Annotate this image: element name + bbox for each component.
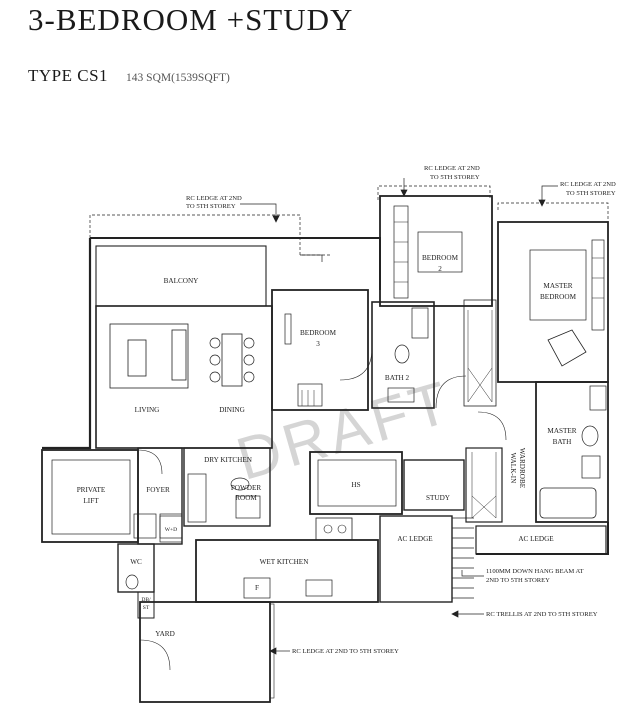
- louvre-lines: [452, 517, 474, 599]
- bedroom3-outline: [271, 289, 369, 411]
- master-bath-label-line2: BATH: [553, 438, 572, 446]
- dining-table-icon: [221, 333, 243, 387]
- ac-ledge-2-label: AC LEDGE: [518, 535, 554, 543]
- dry-kitchen-label: DRY KITCHEN: [204, 456, 253, 464]
- master-bedroom-label-line1: MASTER: [543, 282, 572, 290]
- foyer-outline: [137, 447, 183, 545]
- rc-ledge-left-line2: TO 5TH STOREY: [186, 203, 236, 210]
- walk-in-label-line2: WARDROBE: [518, 448, 526, 489]
- armchair-icon: [547, 329, 587, 367]
- plan-title: 3-BEDROOM +STUDY: [28, 2, 354, 37]
- ac-ledge-1-outline: [379, 515, 453, 603]
- dry-kitchen-outline: [183, 447, 271, 527]
- db-st-outline: [137, 591, 155, 619]
- balcony-outline: [95, 245, 267, 307]
- draft-watermark: DRAFT: [229, 368, 459, 493]
- master-bedroom-label-line2: BEDROOM: [540, 293, 577, 301]
- rc-ledge-bottom-note: RC LEDGE AT 2ND TO 5TH STOREY: [292, 648, 399, 655]
- rc-ledge-right-line1: RC LEDGE AT 2ND: [560, 181, 616, 188]
- beam-note-line1: 1100MM DOWN HANG BEAM AT: [486, 568, 584, 575]
- dining-label: DINING: [219, 406, 245, 414]
- yard-outline: [139, 601, 271, 703]
- rc-ledge-mid-line1: RC LEDGE AT 2ND: [424, 165, 480, 172]
- master-bath-outline: [535, 381, 609, 523]
- walk-in-label-line1: WALK-IN: [509, 453, 517, 485]
- sofa-icon: [109, 323, 189, 389]
- rc-ledge-right-line2: TO 5TH STOREY: [566, 190, 616, 197]
- wet-kitchen-outline: [195, 539, 379, 603]
- bathtub-icon: [539, 487, 597, 519]
- private-lift-label-line2: LIFT: [83, 497, 99, 505]
- walk-in-wardrobe-outline: [465, 447, 503, 523]
- foyer-label: FOYER: [146, 486, 170, 494]
- rc-ledge-mid-line2: TO 5TH STOREY: [430, 174, 480, 181]
- bedroom3-label-line2: 3: [316, 340, 320, 348]
- db-st-label-line2: ST: [143, 605, 150, 611]
- wet-kitchen-label: WET KITCHEN: [260, 558, 310, 566]
- master-bath-label-line1: MASTER: [547, 427, 576, 435]
- master-bedroom-outline: [497, 221, 609, 383]
- rc-ledge-left-line1: RC LEDGE AT 2ND: [186, 195, 242, 202]
- wd-label: W+D: [165, 527, 177, 533]
- wc-label: WC: [130, 558, 142, 566]
- toilet-icon: [394, 344, 410, 364]
- private-lift-outline: [41, 449, 139, 543]
- rc-ledge-outlines: [89, 185, 609, 256]
- bedroom2-outline: [379, 195, 493, 307]
- wardrobe-strip: [463, 299, 497, 407]
- fridge-label: F: [255, 584, 259, 592]
- cooker-icon: [315, 517, 353, 541]
- hs-outline: [309, 451, 403, 515]
- annotation-arrows: [240, 178, 558, 655]
- powder-room-label-line2: ROOM: [235, 494, 257, 502]
- bedroom2-label-line2: 2: [438, 265, 442, 273]
- unit-area: 143 SQM(1539SQFT): [126, 72, 230, 84]
- washer-dryer-outline: [159, 515, 183, 543]
- hs-label: HS: [351, 481, 360, 489]
- wc-outline: [117, 543, 155, 593]
- yard-label: YARD: [155, 630, 175, 638]
- private-lift-label-line1: PRIVATE: [77, 486, 106, 494]
- db-st-label-line1: DB/: [141, 597, 151, 603]
- living-label: LIVING: [135, 406, 160, 414]
- ac-ledge-1-label: AC LEDGE: [397, 535, 433, 543]
- bath2-outline: [371, 301, 435, 409]
- bedroom3-label-line1: BEDROOM: [300, 329, 337, 337]
- beam-note-line2: 2ND TO 5TH STOREY: [486, 577, 550, 584]
- bath2-label: BATH 2: [385, 374, 410, 382]
- unit-type-name: TYPE CS1: [28, 66, 109, 85]
- study-outline: [403, 459, 465, 511]
- powder-room-label-line1: POWDER: [231, 484, 262, 492]
- trellis-note: RC TRELLIS AT 2ND TO 5TH STOREY: [486, 611, 598, 618]
- balcony-label: BALCONY: [164, 277, 200, 285]
- study-label: STUDY: [426, 494, 451, 502]
- unit-type-line: TYPE CS1 143 SQM(1539SQFT): [28, 66, 230, 86]
- bedroom2-label-line1: BEDROOM: [422, 254, 459, 262]
